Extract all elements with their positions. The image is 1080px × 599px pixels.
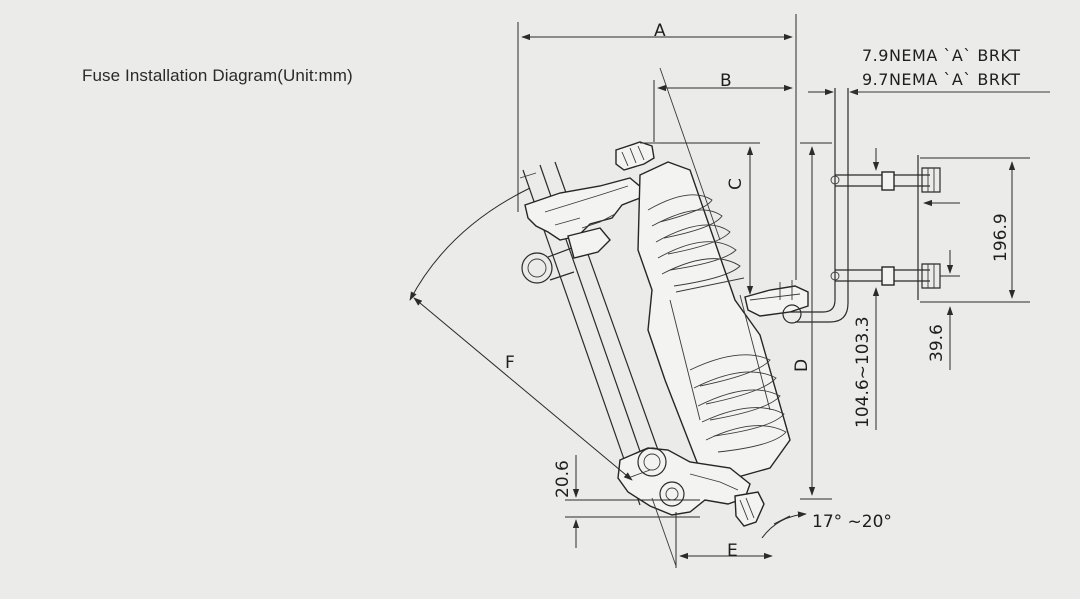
dim-value-196-9: 196.9 — [991, 213, 1011, 262]
fuse-cutout-body — [519, 141, 809, 527]
angle-label: 17° ~20° — [812, 512, 892, 532]
insulator-body — [637, 161, 791, 483]
dim-label-e: E — [727, 541, 738, 561]
dim-value-104-6-103-3: 104.6~103.3 — [853, 316, 873, 428]
dim-label-d: D — [792, 359, 812, 372]
dim-label-f: F — [505, 353, 515, 373]
dim-label-a: A — [654, 21, 666, 41]
bracket-note-2: 9.7NEMA `A` BRKT — [862, 70, 1021, 89]
dim-label-c: C — [726, 178, 746, 190]
dim-value-20-6: 20.6 — [553, 460, 573, 498]
dim-value-39-6: 39.6 — [927, 324, 947, 362]
mounting-bracket — [790, 88, 941, 323]
bracket-note-1: 7.9NEMA `A` BRKT — [862, 46, 1021, 65]
dimension-lines — [409, 14, 1050, 568]
dim-label-b: B — [720, 71, 732, 91]
diagram-title: Fuse Installation Diagram(Unit:mm) — [82, 66, 353, 85]
